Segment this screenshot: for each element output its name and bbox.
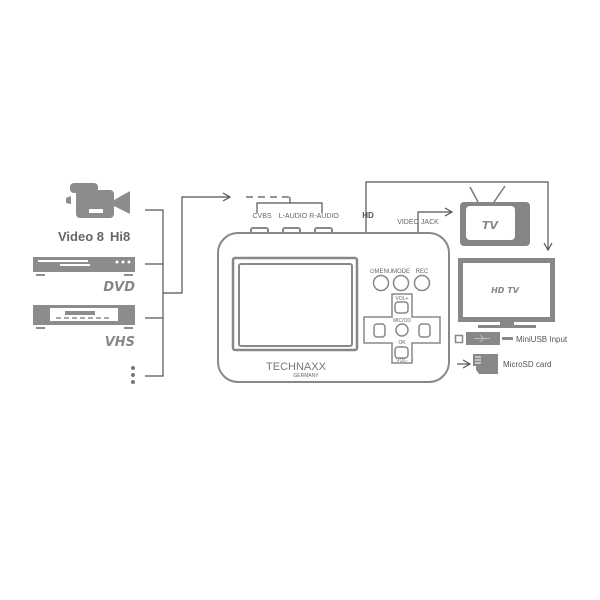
device-screen (231, 256, 359, 352)
microsd-label: MicroSD card (503, 360, 551, 369)
rec-button[interactable] (413, 274, 431, 292)
input-connection-lines (145, 181, 553, 377)
dvd-label: DVD (103, 280, 135, 295)
usb-cable-icon (454, 332, 513, 345)
microsd-card-icon (473, 354, 498, 374)
vhs-label: VHS (105, 335, 135, 350)
camcorder-icon (66, 183, 130, 218)
vol-down-label: VOL- (396, 358, 408, 364)
mode-button[interactable] (392, 274, 410, 292)
port-raudio-label: R-AUDIO (309, 213, 339, 220)
rec-button-label: REC (416, 269, 429, 275)
ok-label: OK (398, 340, 406, 346)
capture-device (217, 227, 450, 383)
video-jack-label: VIDEO JACK (397, 219, 439, 226)
vhs-player-icon (33, 305, 135, 329)
menu-button[interactable] (372, 274, 390, 292)
mode-button-label: MODE (392, 269, 410, 275)
next-button[interactable] (418, 323, 431, 338)
port-laudio-label: L-AUDIO (279, 213, 308, 220)
vol-down-button[interactable] (394, 346, 409, 359)
hi8-label: Hi8 (110, 229, 130, 244)
port-cvbs-label: CVBS (252, 213, 271, 220)
vol-up-button[interactable] (394, 301, 409, 314)
tv-icon (460, 185, 530, 246)
video8-label: Video 8 (58, 229, 104, 244)
mic-od-button[interactable] (395, 323, 409, 337)
vol-up-label: VOL+ (396, 296, 409, 302)
technaxx-logo: TECHNAXX (266, 361, 327, 373)
menu-button-label: ⏻MENU (370, 268, 392, 275)
hdtv-icon (458, 258, 555, 328)
hd-port-label: HD (362, 211, 374, 220)
more-sources-icon (131, 366, 135, 384)
miniusb-label: MiniUSB Input (516, 335, 568, 344)
hdtv-label: HD TV (491, 286, 520, 295)
dvd-player-icon (33, 257, 135, 276)
prev-button[interactable] (373, 323, 386, 338)
tv-label: TV (482, 219, 500, 232)
mic-od-label: MIC/OD (393, 318, 411, 324)
germany-label: GERMANY (293, 373, 319, 379)
